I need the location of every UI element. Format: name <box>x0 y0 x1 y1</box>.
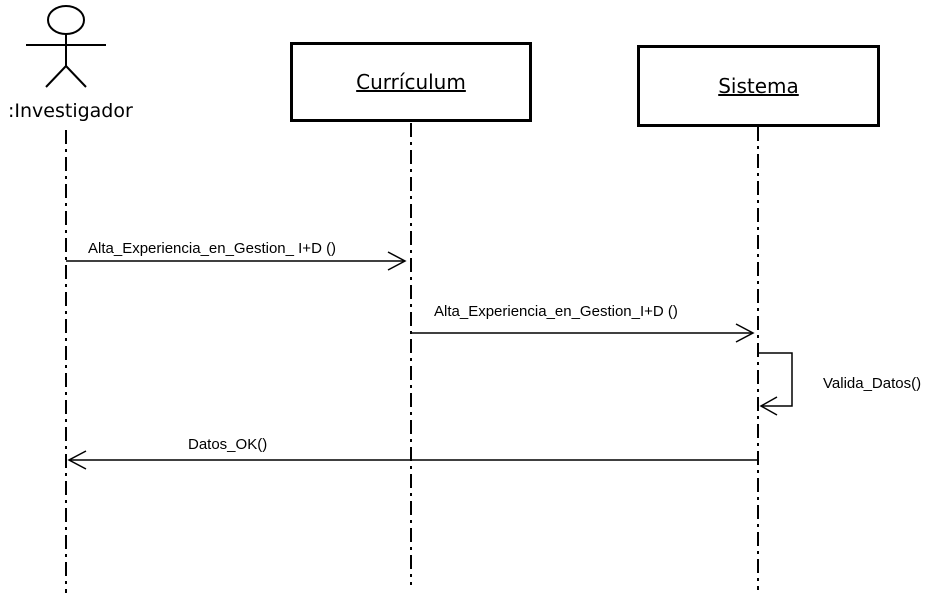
message-label-3: Valida_Datos() <box>823 375 922 392</box>
object-sistema-label: Sistema <box>718 74 799 98</box>
message-label-2: Alta_Experiencia_en_Gestion_I+D () <box>434 303 678 320</box>
message-arrow-1 <box>66 251 407 271</box>
message-arrow-4 <box>67 450 758 470</box>
message-arrow-2 <box>411 323 755 343</box>
object-curriculum-label: Currículum <box>356 70 466 94</box>
message-arrow-3-self <box>758 352 793 416</box>
actor-label: :Investigador <box>8 100 133 122</box>
object-curriculum: Currículum <box>290 42 532 122</box>
actor-figure-icon <box>26 5 106 88</box>
message-label-4: Datos_OK() <box>188 436 268 453</box>
object-sistema: Sistema <box>637 45 880 127</box>
message-label-1: Alta_Experiencia_en_Gestion_ I+D () <box>88 240 337 257</box>
